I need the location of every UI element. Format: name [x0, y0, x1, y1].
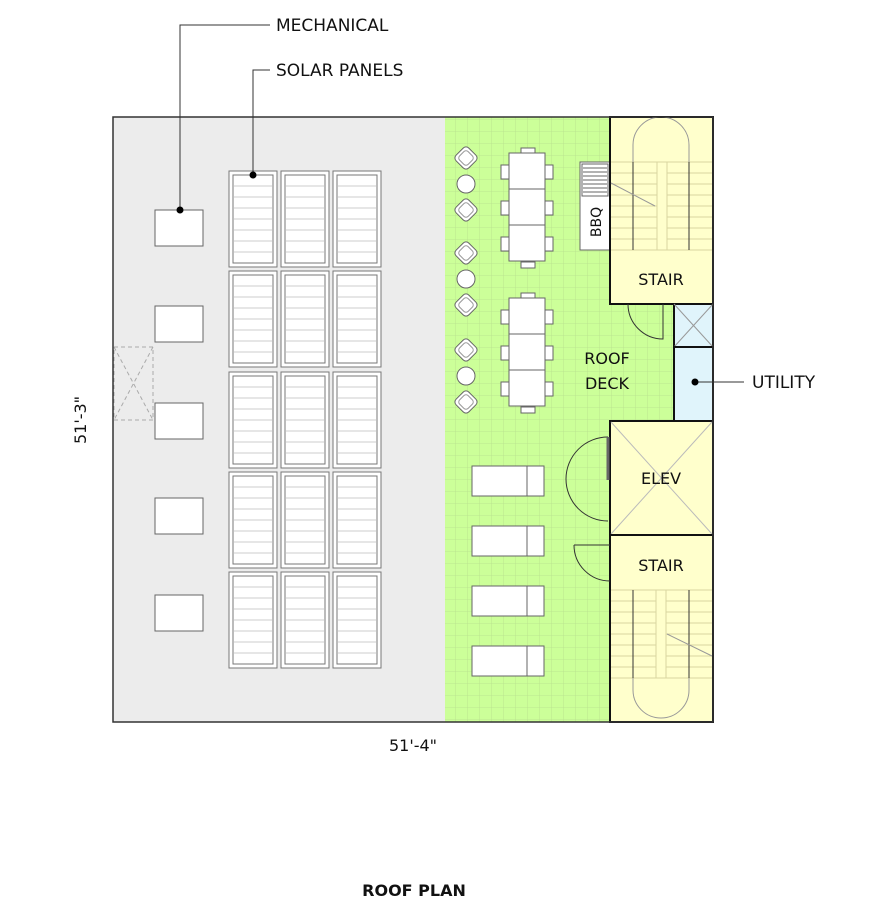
- roof-deck-label-1: ROOF: [584, 349, 630, 368]
- mechanical-unit: [154, 209, 204, 247]
- chair: [544, 200, 554, 216]
- solar-panel: [228, 571, 278, 669]
- stair-bottom: STAIR: [609, 534, 714, 723]
- side-table: [456, 366, 476, 386]
- door-swing: [627, 303, 664, 340]
- chair: [544, 381, 554, 397]
- solar-panel: [332, 371, 382, 469]
- door-swing: [565, 436, 609, 522]
- solar-panel: [280, 471, 330, 569]
- side-table: [456, 269, 476, 289]
- solar-panel: [332, 471, 382, 569]
- solar-panel: [228, 371, 278, 469]
- elev-label: ELEV: [641, 469, 681, 488]
- lounge-chair: [454, 390, 478, 414]
- door-swing: [573, 544, 611, 582]
- chair: [544, 309, 554, 325]
- lounge-chair: [454, 146, 478, 170]
- deck-furniture: [454, 146, 554, 677]
- chair: [544, 164, 554, 180]
- solar-panel: [332, 170, 382, 268]
- solar-panel: [228, 471, 278, 569]
- chair: [500, 200, 510, 216]
- width-dimension: 51'-4": [389, 736, 437, 755]
- chair: [500, 309, 510, 325]
- mechanical-unit: [154, 402, 204, 440]
- sun-lounger: [471, 645, 545, 677]
- stair-bottom-label: STAIR: [638, 556, 683, 575]
- mechanical-units: [154, 209, 204, 632]
- solar-panels-label: SOLAR PANELS: [276, 61, 403, 81]
- stair-top-label: STAIR: [638, 270, 683, 289]
- solar-panel: [332, 571, 382, 669]
- lounge-chair: [454, 293, 478, 317]
- solar-panel-array: [228, 170, 382, 669]
- height-dimension: 51'-3": [71, 396, 90, 444]
- mechanical-label: MECHANICAL: [276, 16, 389, 36]
- chair: [500, 236, 510, 252]
- solar-panel: [332, 270, 382, 368]
- bbq: BBQ: [579, 161, 611, 251]
- lounge-chair: [454, 198, 478, 222]
- utility-room: [673, 346, 714, 422]
- stair-top: STAIR: [609, 116, 714, 305]
- roof-deck-label-2: DECK: [585, 374, 630, 393]
- solar-panel: [280, 371, 330, 469]
- utility-shaft: [673, 303, 714, 348]
- utility-callout: UTILITY: [691, 373, 816, 393]
- chair: [500, 381, 510, 397]
- doors: [565, 303, 664, 582]
- chair: [544, 345, 554, 361]
- mechanical-unit: [154, 497, 204, 535]
- chair: [500, 345, 510, 361]
- solar-panel: [280, 571, 330, 669]
- dining-table: [500, 292, 554, 414]
- lounge-chair: [454, 338, 478, 362]
- sun-lounger: [471, 525, 545, 557]
- dining-table: [500, 147, 554, 269]
- roof-outline: [112, 116, 714, 723]
- mechanical-callout: MECHANICAL: [176, 16, 389, 214]
- chair: [500, 164, 510, 180]
- drawing-title: ROOF PLAN: [362, 881, 466, 900]
- utility-label: UTILITY: [752, 373, 816, 393]
- bbq-label: BBQ: [589, 207, 605, 237]
- solar-callout: SOLAR PANELS: [249, 61, 403, 179]
- side-table: [456, 174, 476, 194]
- mechanical-unit: [154, 305, 204, 343]
- solar-panel: [280, 170, 330, 268]
- solar-panel: [280, 270, 330, 368]
- sun-lounger: [471, 585, 545, 617]
- sun-lounger: [471, 465, 545, 497]
- mechanical-unit: [154, 594, 204, 632]
- lounge-chair: [454, 241, 478, 265]
- solar-panel: [228, 170, 278, 268]
- elevator: ELEV: [609, 420, 714, 536]
- chair: [544, 236, 554, 252]
- solar-panel: [228, 270, 278, 368]
